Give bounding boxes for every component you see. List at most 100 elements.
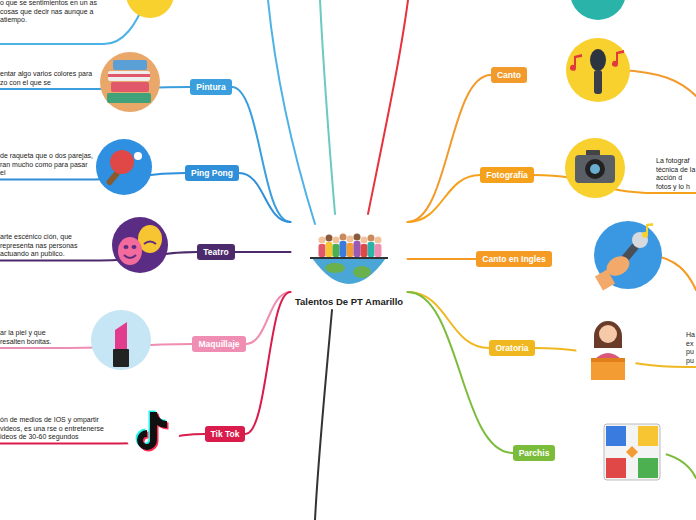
node-text: Ha ex pu pu <box>686 331 696 365</box>
tiktok-icon <box>124 401 180 457</box>
branch-line <box>620 70 696 96</box>
node-text: Teatro <box>203 247 228 257</box>
person-head <box>326 235 333 242</box>
camera-body <box>575 155 615 183</box>
branch-line <box>320 0 335 214</box>
icon-circle <box>566 38 630 102</box>
person-head <box>361 237 368 244</box>
node-text: Fotografía <box>486 170 528 180</box>
branch-connector <box>232 87 291 222</box>
arm <box>595 270 615 291</box>
paddle-icon <box>96 139 152 195</box>
board-home <box>606 426 626 446</box>
branch-box: Ping Pong <box>185 165 239 181</box>
ball <box>134 152 142 160</box>
person-head <box>368 235 375 242</box>
person-body <box>326 242 333 257</box>
node-text: entar algo varios colores para zo con el… <box>0 70 95 87</box>
node-text: La fotograf técnica de la acción d fotos… <box>656 157 696 191</box>
node-text: de raqueta que o dos parejas, ran mucho … <box>0 152 94 178</box>
branch-box: Canto en Ingles <box>476 251 551 267</box>
continent <box>353 266 371 278</box>
branch-connector <box>0 173 185 180</box>
connector-group <box>0 75 696 453</box>
camera-lens <box>585 159 605 179</box>
branch-connector <box>0 87 190 89</box>
node-text: Maquillaje <box>198 339 239 349</box>
icon-circle <box>570 0 626 20</box>
branch-connector <box>245 292 290 434</box>
branch-box: Parchis <box>513 445 556 461</box>
branch-connector <box>239 173 290 222</box>
branch-connector <box>408 175 481 222</box>
microphone-icon <box>566 38 630 102</box>
mask <box>118 237 142 265</box>
person-body <box>368 242 375 257</box>
node-text: Canto en Ingles <box>482 254 545 264</box>
board-icon <box>598 418 666 486</box>
mic-head <box>590 49 606 71</box>
description-note: Ha ex pu pu <box>686 331 696 367</box>
mask-mouth <box>124 255 136 258</box>
node-text: ar la piel y que resalten bonitas. <box>0 329 68 346</box>
node-text: Pintura <box>196 82 225 92</box>
lipstick-icon <box>91 310 151 370</box>
person-head <box>333 237 340 244</box>
person-head <box>347 236 354 243</box>
description-note: de raqueta que o dos parejas, ran mucho … <box>0 152 94 180</box>
branch-box: Fotografía <box>480 167 534 183</box>
book <box>111 82 149 92</box>
board-home <box>638 458 658 478</box>
description-note: ar la piel y que resalten bonitas. <box>0 329 68 348</box>
globe-illustration <box>310 234 388 285</box>
node-text: arte escénico ción, que representa nas p… <box>0 233 100 259</box>
icon-circle <box>91 310 151 370</box>
podium <box>591 358 625 380</box>
branch-box: Canto <box>491 67 527 83</box>
person-body <box>375 244 382 257</box>
node-text: ón de medios de IOS y ompartir videos, e… <box>0 416 120 442</box>
branch-box: Oratoria <box>489 340 534 356</box>
icon-circle <box>576 315 640 379</box>
person-body <box>361 244 368 257</box>
node-text: Parchis <box>519 448 550 458</box>
book <box>113 60 147 70</box>
person-head <box>340 234 347 241</box>
branch-box: Tik Tok <box>205 426 246 442</box>
speaker-icon <box>576 315 640 380</box>
book-band <box>108 74 150 77</box>
person-body <box>340 241 347 257</box>
description-note: arte escénico ción, que representa nas p… <box>0 233 100 261</box>
continent <box>325 263 345 273</box>
branch-connector <box>408 75 491 222</box>
camera-icon <box>565 138 625 198</box>
lipstick-tip <box>115 322 127 350</box>
node-text: o que se sentimientos en un as cosas que… <box>0 0 104 25</box>
branch-connector <box>408 258 477 260</box>
description-note: entar algo varios colores para zo con el… <box>0 70 95 89</box>
globe <box>312 258 386 284</box>
mask-mouth <box>144 242 156 245</box>
branch-line <box>268 0 315 224</box>
board-home <box>638 426 658 446</box>
podium-top <box>591 358 625 362</box>
tiktok-note <box>137 412 167 450</box>
person-head <box>319 237 326 244</box>
icon-circle <box>100 52 160 112</box>
node-text: Ping Pong <box>191 168 233 178</box>
node-text: Talentos De PT Amarillo <box>291 296 408 308</box>
description-note: o que se sentimientos en un as cosas que… <box>0 0 104 27</box>
branch-connector <box>408 292 513 453</box>
branch-box: Teatro <box>197 244 234 260</box>
icon-circle <box>124 401 180 457</box>
description-note: La fotograf técnica de la acción d fotos… <box>656 157 696 193</box>
ground-line <box>310 257 388 259</box>
branch-connector <box>246 292 291 344</box>
face <box>599 325 617 343</box>
branch-line <box>0 0 146 44</box>
branch-connector <box>235 251 291 253</box>
book <box>108 71 150 81</box>
